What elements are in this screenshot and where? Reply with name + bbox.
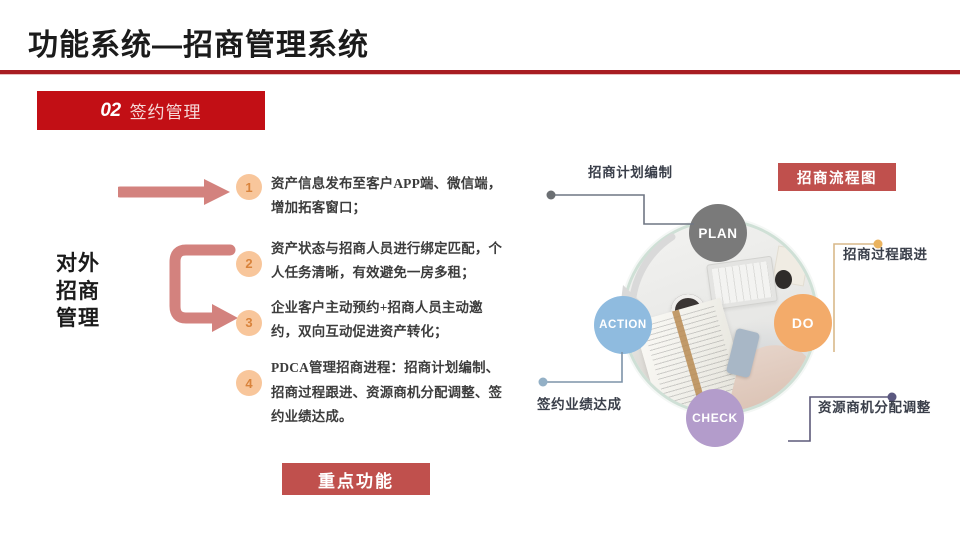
list-item-text: 企业客户主动预约+招商人员主动邀约，双向互动促进资产转化； — [271, 299, 483, 339]
hook-arrow-icon — [169, 244, 238, 332]
feature-list: 1 资产信息发布至客户APP端、微信端，增加拓客窗口； 2 资产状态与招商人员进… — [236, 172, 506, 440]
callout-check: 资源商机分配调整 — [818, 400, 931, 415]
node-check[interactable]: CHECK — [686, 389, 744, 447]
left-title-line-3: 管理 — [56, 307, 100, 331]
list-item-text: PDCA管理招商进程：招商计划编制、招商过程跟进、资源商机分配调整、签约业绩达成… — [271, 360, 503, 425]
node-plan[interactable]: PLAN — [689, 204, 747, 262]
leader-line-plan — [546, 190, 694, 225]
title-divider — [0, 70, 960, 74]
mouse-prop — [775, 270, 792, 289]
list-item-number: 2 — [236, 250, 262, 277]
left-title-line-2: 招商 — [56, 279, 100, 303]
list-item: 2 资产状态与招商人员进行绑定匹配，个人任务清晰，有效避免一房多租； — [236, 237, 506, 286]
section-number: 02 — [100, 99, 121, 121]
straight-arrow-icon — [118, 179, 230, 205]
list-item: 1 资产信息发布至客户APP端、微信端，增加拓客窗口； — [236, 172, 506, 221]
left-title-line-1: 对外 — [56, 252, 100, 275]
left-vertical-title: 对外 招商 管理 — [56, 250, 132, 333]
page-title: 功能系统—招商管理系统 — [28, 29, 369, 62]
list-item-text: 资产状态与招商人员进行绑定匹配，个人任务清晰，有效避免一房多租； — [271, 240, 503, 281]
list-item: 3 企业客户主动预约+招商人员主动邀约，双向互动促进资产转化； — [236, 296, 506, 345]
callout-action: 签约业绩达成 — [537, 397, 622, 412]
list-item-text: 资产信息发布至客户APP端、微信端，增加拓客窗口； — [271, 176, 502, 216]
flow-diagram-chip: 招商流程图 — [778, 163, 896, 191]
node-action[interactable]: ACTION — [594, 296, 652, 354]
list-item-number: 3 — [236, 309, 262, 336]
callout-do: 招商过程跟进 — [843, 247, 928, 262]
callout-plan: 招商计划编制 — [588, 165, 673, 180]
section-label: 签约管理 — [129, 103, 202, 122]
section-chip: 02 签约管理 — [37, 91, 265, 130]
list-item-number: 1 — [236, 174, 262, 200]
list-item: 4 PDCA管理招商进程：招商计划编制、招商过程跟进、资源商机分配调整、签约业绩… — [236, 356, 506, 429]
node-do[interactable]: DO — [774, 294, 832, 352]
key-function-chip: 重点功能 — [282, 463, 430, 495]
list-item-number: 4 — [236, 370, 262, 397]
